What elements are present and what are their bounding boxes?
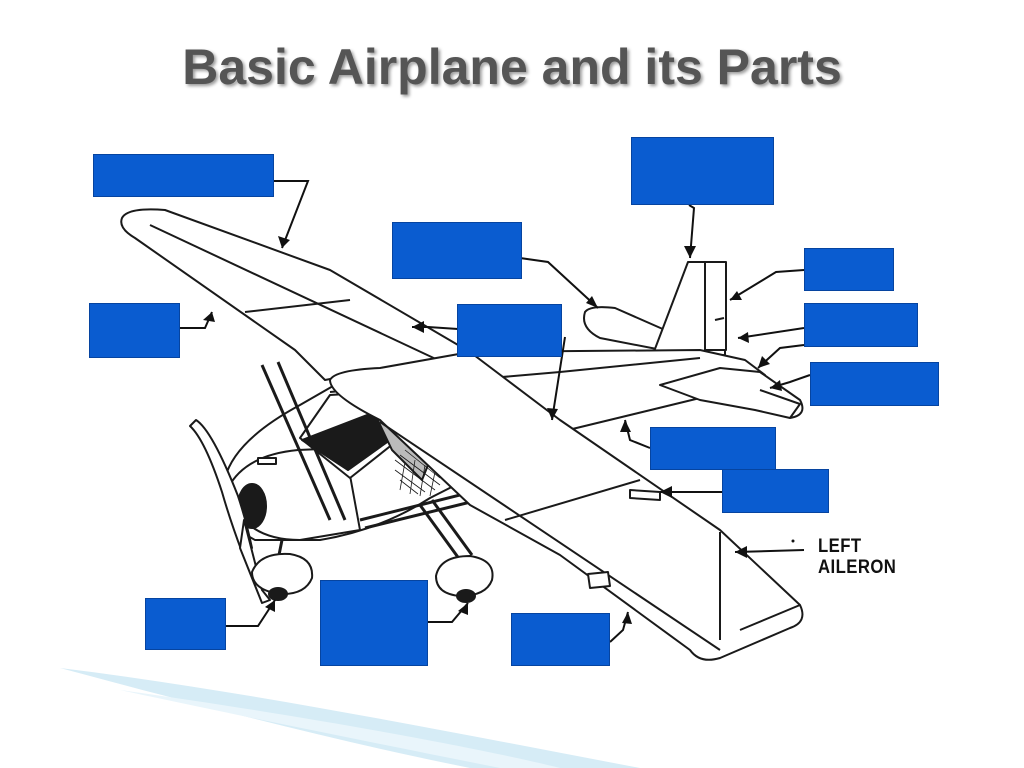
label-box-flap [722, 469, 829, 513]
nose-wheel-fairing [251, 552, 314, 596]
label-box-horizontal-stabilizer [392, 222, 522, 279]
label-box-left-wing [511, 613, 610, 666]
main-wheel-fairing [435, 555, 494, 597]
left-horizontal-stabilizer [583, 306, 666, 351]
label-box-right-wing [93, 154, 274, 197]
left-aileron-label-line1: LEFT [818, 536, 862, 557]
left-aileron-label: LEFT AILERON [818, 536, 896, 578]
label-box-cockpit [457, 304, 562, 357]
label-box-propeller [145, 598, 226, 650]
label-box-rudder [804, 248, 894, 291]
left-aileron-label-line2: AILERON [818, 557, 897, 578]
label-box-right-aileron [89, 303, 180, 358]
label-box-elevator [810, 362, 939, 406]
slide-title: Basic Airplane and its Parts [182, 39, 842, 95]
left-wing [329, 351, 804, 661]
right-horizontal-stabilizer [659, 367, 804, 419]
label-box-vertical-stabilizer [631, 137, 774, 205]
label-box-fuselage [650, 427, 776, 470]
rudder [704, 261, 727, 351]
label-box-trim-tab [804, 303, 918, 347]
label-box-landing-gear [320, 580, 428, 666]
